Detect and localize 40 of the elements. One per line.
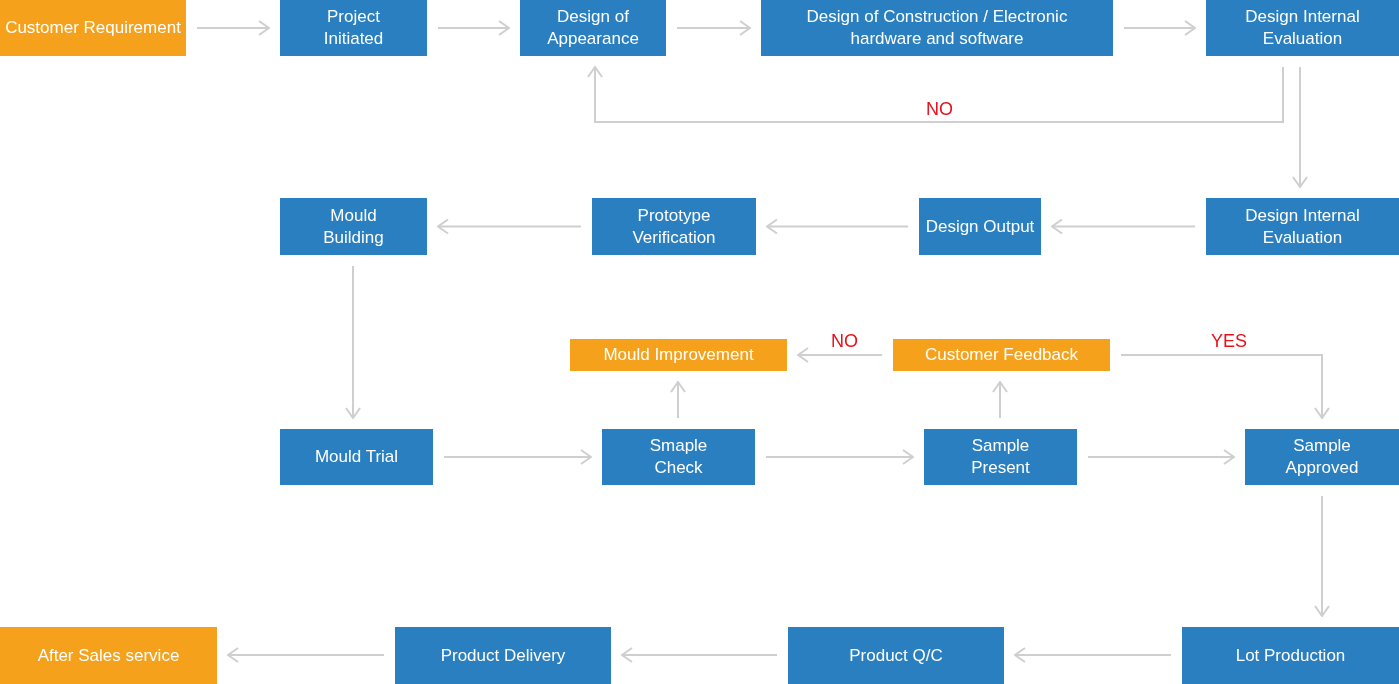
process-box: Design of Construction / Electronic hardware and software bbox=[761, 0, 1113, 56]
arrow bbox=[1120, 354, 1330, 419]
arrow bbox=[797, 347, 883, 363]
arrow bbox=[587, 66, 1284, 123]
process-box: Mould Improvement bbox=[570, 339, 787, 371]
process-box: Mould Trial bbox=[280, 429, 433, 485]
arrow bbox=[1087, 449, 1235, 465]
arrow bbox=[676, 20, 751, 36]
arrow bbox=[766, 218, 909, 235]
process-box: Lot Production bbox=[1182, 627, 1399, 684]
arrow bbox=[227, 647, 385, 663]
process-box: Design Output bbox=[919, 198, 1041, 255]
arrow bbox=[443, 449, 592, 465]
process-box: Design Internal Evaluation bbox=[1206, 198, 1399, 255]
process-box: Design of Appearance bbox=[520, 0, 666, 56]
process-box: Product Delivery bbox=[395, 627, 611, 684]
arrow bbox=[1051, 218, 1196, 235]
process-box: Mould Building bbox=[280, 198, 427, 255]
arrow bbox=[1123, 20, 1196, 36]
process-box: Project Initiated bbox=[280, 0, 427, 56]
arrow bbox=[437, 20, 510, 36]
arrow bbox=[992, 381, 1008, 419]
process-box: After Sales service bbox=[0, 627, 217, 684]
arrow bbox=[1314, 495, 1330, 617]
arrow bbox=[196, 20, 270, 36]
arrow bbox=[621, 647, 778, 663]
process-box: Customer Requirement bbox=[0, 0, 186, 56]
process-box: Smaple Check bbox=[602, 429, 755, 485]
arrow bbox=[1014, 647, 1172, 663]
process-box: Sample Approved bbox=[1245, 429, 1399, 485]
process-box: Prototype Verification bbox=[592, 198, 756, 255]
process-box: Customer Feedback bbox=[893, 339, 1110, 371]
arrow bbox=[765, 449, 914, 465]
process-box: Product Q/C bbox=[788, 627, 1004, 684]
arrow bbox=[1292, 66, 1308, 188]
arrow bbox=[345, 265, 361, 419]
arrow bbox=[437, 218, 582, 235]
process-box: Sample Present bbox=[924, 429, 1077, 485]
arrow bbox=[670, 381, 686, 419]
process-box: Design Internal Evaluation bbox=[1206, 0, 1399, 56]
